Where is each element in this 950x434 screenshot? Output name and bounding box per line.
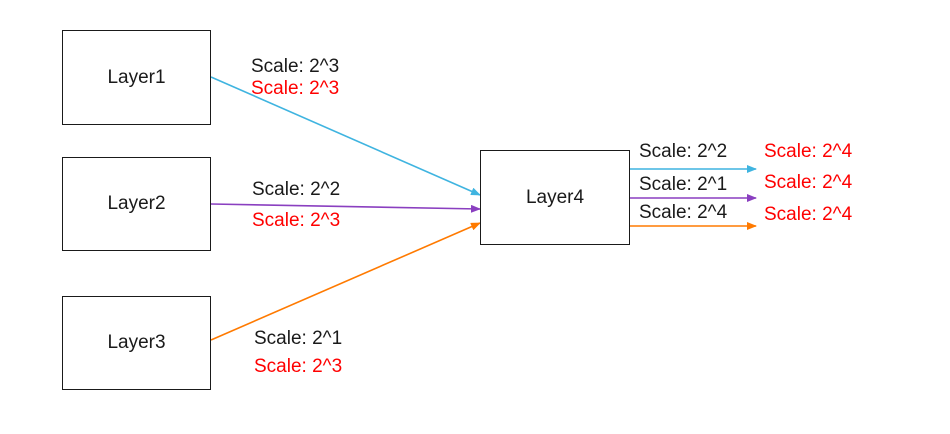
layer3-edge-scale: Scale: 2^1 bbox=[254, 328, 343, 349]
arrow-layer1-to-layer4 bbox=[210, 76, 481, 196]
layer3-box: Layer3 bbox=[62, 296, 211, 390]
output-2-scale: Scale: 2^1 bbox=[639, 174, 728, 195]
layer2-label: Layer2 bbox=[107, 193, 166, 214]
arrow-layer2-to-layer4 bbox=[210, 203, 481, 213]
layer1-label: Layer1 bbox=[107, 66, 166, 88]
output-2-scale-new: Scale: 2^4 bbox=[764, 172, 853, 193]
layer3-label: Layer3 bbox=[107, 332, 166, 353]
output-3-scale-new: Scale: 2^4 bbox=[764, 204, 853, 225]
layer1-box: Layer1 bbox=[62, 30, 211, 125]
output-1-scale-new: Scale: 2^4 bbox=[764, 141, 853, 162]
arrow-layer3-to-layer4 bbox=[210, 222, 481, 341]
layer2-box: Layer2 bbox=[62, 157, 211, 251]
output-3-scale: Scale: 2^4 bbox=[639, 202, 728, 223]
output-1-scale: Scale: 2^2 bbox=[639, 141, 728, 162]
layer4-box: Layer4 bbox=[480, 150, 630, 245]
layer4-label: Layer4 bbox=[525, 186, 585, 208]
layer1-edge-scale: Scale: 2^3 bbox=[251, 56, 340, 77]
layer2-edge-scale-new: Scale: 2^3 bbox=[252, 210, 341, 231]
layer2-edge-scale: Scale: 2^2 bbox=[252, 179, 341, 200]
layer3-edge-scale-new: Scale: 2^3 bbox=[254, 356, 343, 377]
layer1-edge-scale-new: Scale: 2^3 bbox=[251, 78, 340, 99]
